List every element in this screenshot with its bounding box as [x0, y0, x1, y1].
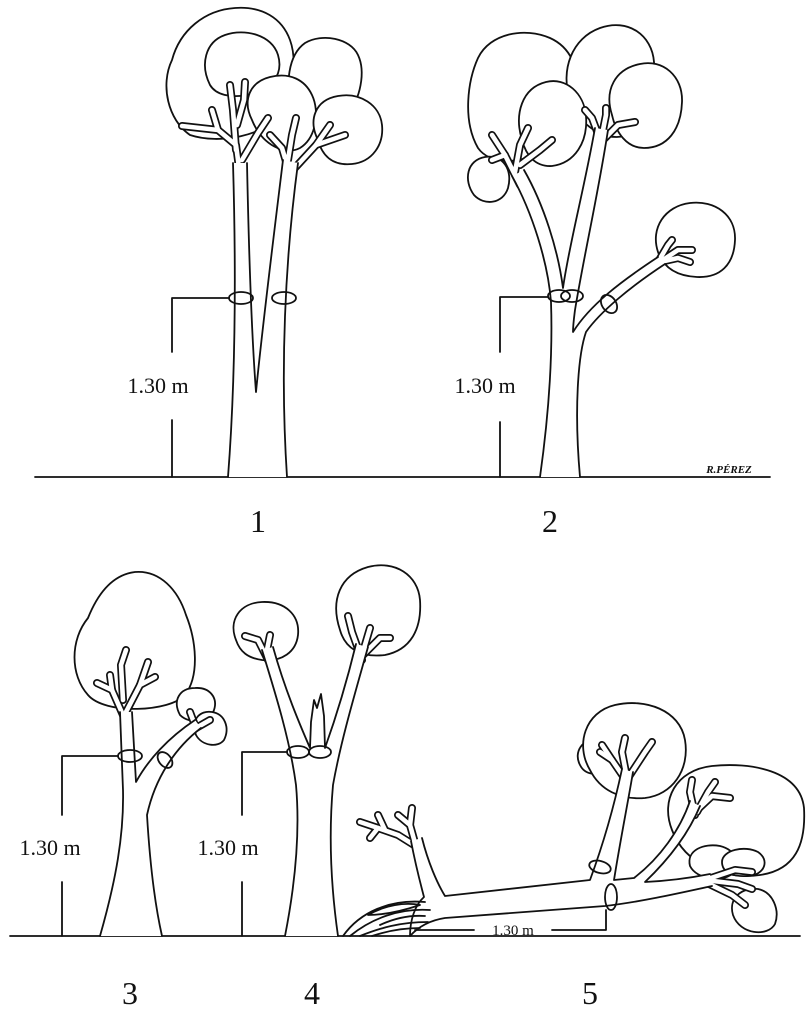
panel-2-number: 2	[542, 503, 558, 539]
signature: R.PÉREZ	[705, 464, 752, 476]
tree-1: 1.30 m 1	[127, 8, 382, 539]
panel-3-number: 3	[122, 975, 138, 1010]
tree-1-height-label: 1.30 m	[127, 373, 188, 398]
tree-1-trunk-fill	[228, 160, 298, 477]
tree-3-trunk-fill	[100, 712, 201, 936]
panel-5-number: 5	[582, 975, 598, 1010]
tree-2-crown-small-left	[468, 157, 509, 202]
tree-2: 1.30 m 2	[454, 25, 735, 539]
tree-3-height-label: 1.30 m	[19, 835, 80, 860]
panel-1-number: 1	[250, 503, 266, 539]
tree-4-height-label: 1.30 m	[197, 835, 258, 860]
tree-2-trunk-fill	[512, 128, 665, 477]
panel-4-number: 4	[304, 975, 320, 1010]
tree-4: 1.30 m 4	[197, 565, 420, 1010]
tree-2-crown-front-right	[609, 63, 682, 148]
tree-5-height-label: 1.30 m	[492, 923, 534, 939]
tree-5: 1.30 m 5	[343, 703, 804, 1010]
tree-2-height-label: 1.30 m	[454, 373, 515, 398]
tree-3: 1.30 m 3	[19, 572, 226, 1010]
tree-4-trunk-fill	[262, 644, 368, 936]
tree-5-trunk-fill	[410, 769, 712, 936]
